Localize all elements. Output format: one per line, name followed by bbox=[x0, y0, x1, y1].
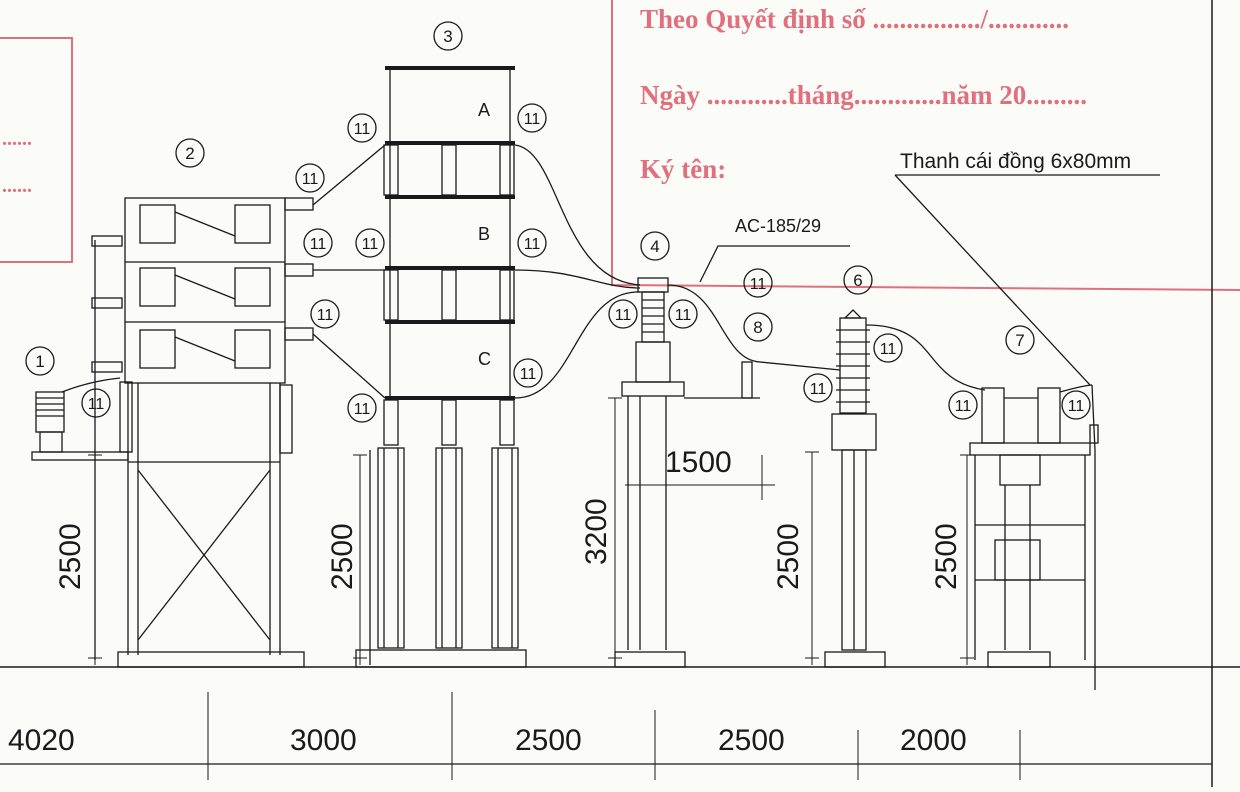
callout-4: 4 bbox=[650, 237, 659, 256]
equipment-4-current-transformer bbox=[614, 277, 760, 668]
svg-text:11: 11 bbox=[317, 307, 334, 324]
callout-3: 3 bbox=[443, 27, 452, 46]
connector-11: 11 bbox=[803, 373, 833, 403]
conductors bbox=[61, 144, 1160, 399]
connector-11: 11 bbox=[355, 228, 385, 258]
svg-text:11: 11 bbox=[362, 236, 379, 253]
connector-11: 11 bbox=[81, 388, 111, 418]
callout-1: 1 bbox=[35, 352, 44, 371]
svg-text:11: 11 bbox=[354, 401, 371, 418]
connector-11: 11 bbox=[310, 299, 340, 329]
svg-text:11: 11 bbox=[520, 366, 537, 383]
connector-11: 11 bbox=[873, 333, 903, 363]
spacing-2: 3000 bbox=[290, 724, 357, 757]
offset-dim: 1500 bbox=[665, 446, 732, 479]
svg-text:11: 11 bbox=[354, 121, 371, 138]
connector-11: 11 bbox=[1061, 390, 1091, 420]
spacing-5: 2000 bbox=[900, 724, 967, 757]
connector-11: 11 bbox=[948, 390, 978, 420]
stamp-date-line: Ngày ............tháng.............năm 2… bbox=[640, 80, 1087, 110]
phase-label-b: B bbox=[478, 224, 490, 244]
connector-11: 11 bbox=[303, 228, 333, 258]
svg-text:11: 11 bbox=[615, 307, 632, 324]
connector-11: 11 bbox=[517, 228, 547, 258]
connector-11: 11 bbox=[668, 299, 698, 329]
connector-11: 11 bbox=[517, 103, 547, 133]
height-dim-2: 2500 bbox=[326, 523, 359, 590]
svg-text:11: 11 bbox=[88, 396, 105, 413]
equipment-1-insulator bbox=[31, 391, 129, 461]
svg-text:11: 11 bbox=[810, 381, 827, 398]
spacing-3: 2500 bbox=[515, 724, 582, 757]
connector-11: 11 bbox=[608, 299, 638, 329]
stamp-decision-line: Theo Quyết định số ................/....… bbox=[640, 4, 1069, 34]
callout-6: 6 bbox=[853, 271, 862, 290]
equipment-2-disconnector-frame bbox=[91, 197, 314, 668]
svg-text:11: 11 bbox=[524, 111, 541, 128]
spacing-4: 2500 bbox=[718, 724, 785, 757]
equipment-3-busbar-structure bbox=[355, 66, 527, 668]
equipment-6-surge-arrester bbox=[824, 309, 886, 668]
phase-label-a: A bbox=[478, 100, 490, 120]
connector-11: 11 bbox=[743, 268, 773, 298]
height-dim-3: 3200 bbox=[580, 498, 613, 565]
equipment-callouts: 1 2 3 4 6 7 8 bbox=[25, 21, 1035, 376]
spacing-1: 4020 bbox=[8, 724, 75, 757]
conductor-annotation: AC-185/29 bbox=[735, 216, 821, 236]
svg-text:11: 11 bbox=[302, 171, 319, 188]
busbar-annotation: Thanh cái đồng 6x80mm bbox=[900, 150, 1131, 173]
connector-11: 11 bbox=[347, 113, 377, 143]
svg-text:11: 11 bbox=[310, 236, 327, 253]
height-dim-4: 2500 bbox=[772, 523, 805, 590]
height-dim-5: 2500 bbox=[930, 523, 963, 590]
left-dots-2: ...... bbox=[2, 175, 32, 197]
height-dimensions: 2500 2500 3200 2500 2500 1500 bbox=[54, 397, 974, 665]
connector-callouts: 11 11 11 11 11 11 11 11 11 11 11 11 11 1… bbox=[81, 103, 1091, 423]
connector-11: 11 bbox=[347, 393, 377, 423]
equipment-7-circuit-breaker bbox=[969, 384, 1099, 690]
height-dim-1: 2500 bbox=[54, 523, 87, 590]
stamp-signature-label: Ký tên: bbox=[640, 154, 726, 184]
right-stamp-box: Theo Quyết định số ................/....… bbox=[611, 0, 1240, 291]
svg-text:11: 11 bbox=[675, 307, 692, 324]
svg-text:11: 11 bbox=[880, 341, 897, 358]
connector-11: 11 bbox=[513, 358, 543, 388]
callout-7: 7 bbox=[1015, 331, 1024, 350]
connector-11: 11 bbox=[295, 163, 325, 193]
svg-text:11: 11 bbox=[955, 398, 972, 415]
phase-label-c: C bbox=[478, 349, 491, 369]
svg-text:11: 11 bbox=[1068, 398, 1085, 415]
left-stamp-box: ...... ...... bbox=[0, 37, 73, 263]
callout-2: 2 bbox=[185, 144, 194, 163]
spacing-dimensions: 4020 3000 2500 2500 2000 bbox=[8, 692, 1021, 780]
svg-text:11: 11 bbox=[524, 236, 541, 253]
left-dots-1: ...... bbox=[2, 128, 32, 150]
callout-8: 8 bbox=[753, 318, 762, 337]
svg-text:11: 11 bbox=[750, 276, 767, 293]
